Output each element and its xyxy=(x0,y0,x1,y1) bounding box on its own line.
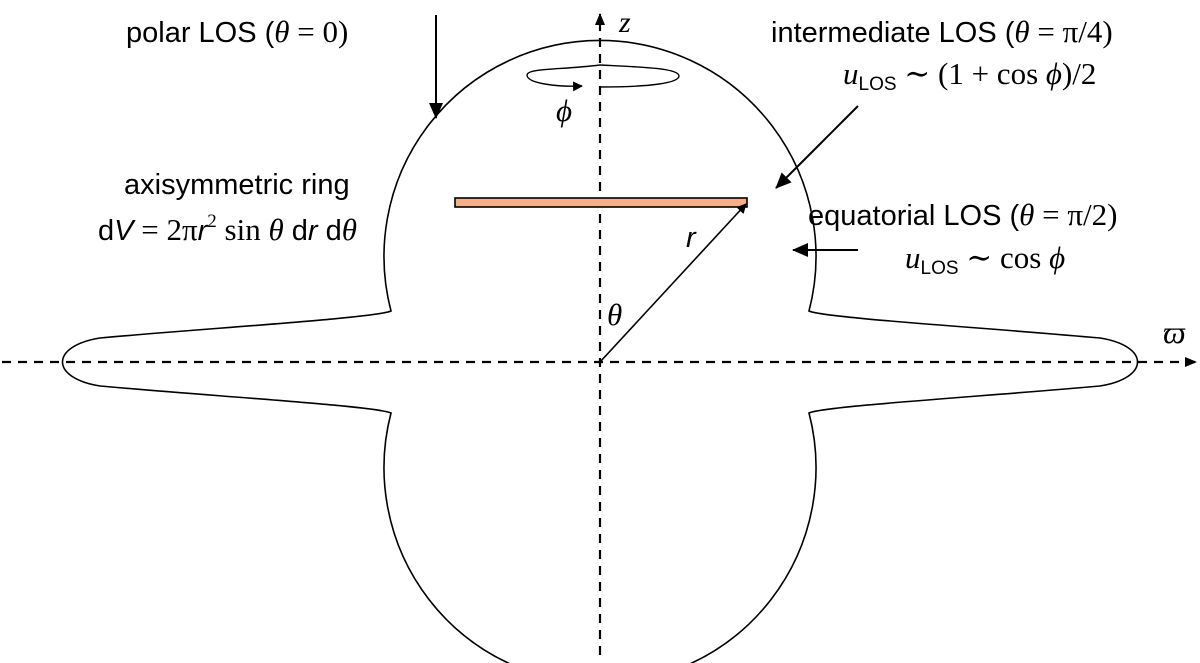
intermediate-los-arrow xyxy=(775,105,859,189)
equatorial-los-label: equatorial LOS (θ = π/2) xyxy=(808,197,1117,232)
z-axis-label: z xyxy=(618,6,631,39)
intermediate-los-label: intermediate LOS (θ = π/4) xyxy=(771,14,1113,49)
ring-volume-formula: dV = 2πr2 sin θ dr dθ xyxy=(98,211,357,247)
axisymmetric-ring-bar xyxy=(454,197,748,208)
ring-title: axisymmetric ring xyxy=(124,169,350,201)
equatorial-los-formula: uLOS ∼ cos ϕ xyxy=(905,240,1065,279)
theta-angle-label: θ xyxy=(607,297,622,332)
radius-label: r xyxy=(686,222,697,254)
radius-vector xyxy=(599,203,747,363)
phi-label: ϕ xyxy=(556,93,572,128)
rotation-ellipse-back xyxy=(599,64,680,88)
rotation-ellipse xyxy=(526,64,601,92)
wind-outline xyxy=(61,39,1139,663)
varpi-axis-label: ϖ xyxy=(1163,314,1186,350)
intermediate-los-formula: uLOS ∼ (1 + cos ϕ)/2 xyxy=(843,56,1096,95)
polar-los-label: polar LOS (θ = 0) xyxy=(126,14,348,49)
